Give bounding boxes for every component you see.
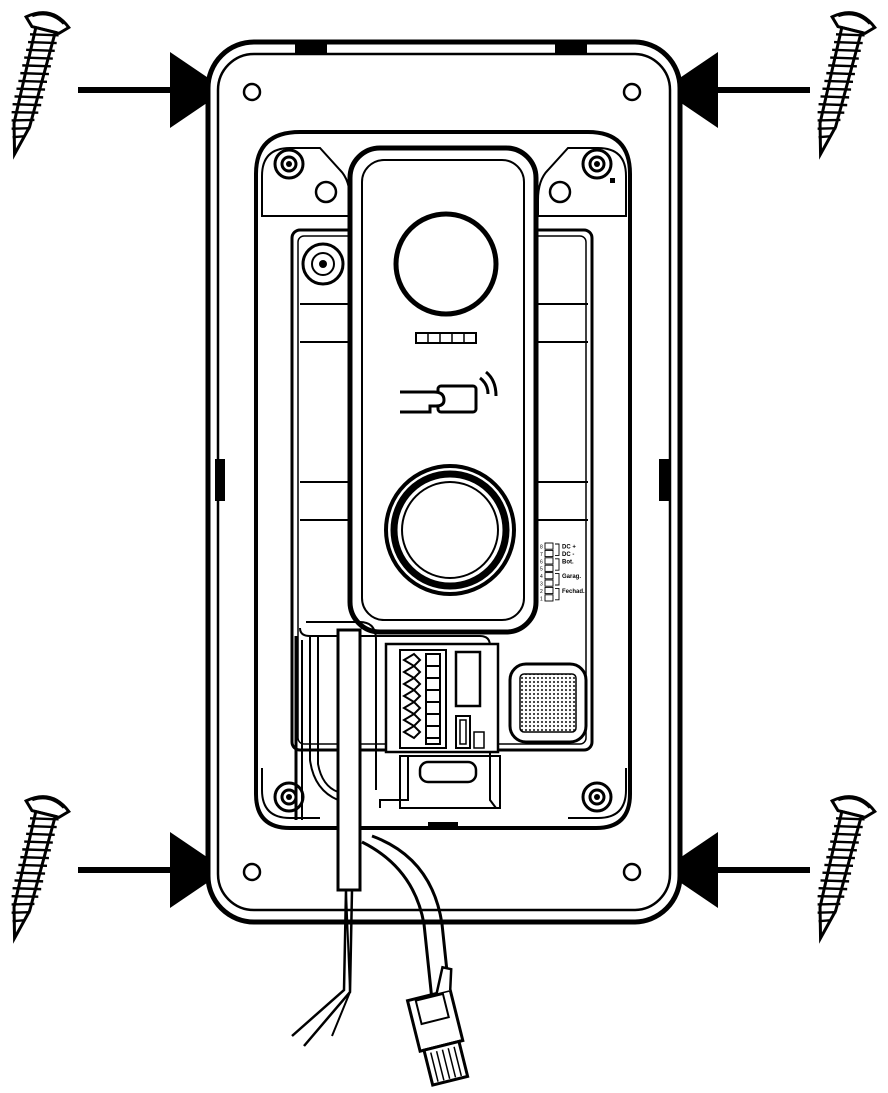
terminal-number: 5	[540, 567, 543, 573]
terminal-block-area	[294, 621, 588, 820]
arrow-bottom-left-icon	[78, 832, 226, 908]
terminal-number: 1	[540, 596, 543, 602]
terminal-bracket	[555, 587, 560, 601]
speaker-grille-icon	[508, 662, 588, 744]
screw-bottom-left-icon	[0, 790, 73, 945]
screw-bottom-right-icon	[797, 790, 879, 945]
terminal-number: 4	[540, 574, 543, 580]
terminal-number: 7	[540, 552, 543, 558]
front-face-module	[347, 145, 539, 635]
terminal-label: DC +	[562, 545, 576, 551]
rj45-connector-icon	[405, 965, 470, 1087]
terminal-number: 3	[540, 582, 543, 588]
power-wires	[291, 889, 354, 1047]
terminal-block-icon	[399, 649, 447, 749]
terminal-box	[544, 594, 554, 602]
terminal-number: 6	[540, 559, 543, 565]
cable-conduit	[301, 628, 362, 892]
arrow-bottom-right-icon	[662, 832, 810, 908]
terminal-bracket	[555, 573, 560, 586]
arrow-top-left-icon	[78, 52, 226, 128]
camera-lens-icon	[393, 211, 499, 317]
mounting-holes	[242, 82, 642, 882]
housing-screw-icons	[273, 148, 615, 813]
terminal-label: DC -	[562, 552, 574, 558]
terminal-label: Fechad.	[562, 589, 585, 595]
terminal-number: 8	[540, 545, 543, 551]
terminal-bracket	[555, 543, 560, 556]
terminal-labels: 8 DC + 7 DC - 6 Bot. 54 Garag. 32 Fechad. 1	[540, 542, 585, 602]
arrow-top-right-icon	[662, 52, 810, 128]
terminal-box	[544, 542, 554, 550]
screw-top-left-icon	[0, 6, 73, 161]
rfid-card-hand-icon	[400, 370, 498, 414]
terminal-number: 2	[540, 589, 543, 595]
tamper-button-icon	[301, 242, 345, 286]
terminal-box	[544, 557, 554, 565]
terminal-box	[544, 564, 554, 572]
terminal-box	[544, 586, 554, 595]
terminal-box	[544, 579, 554, 587]
terminal-bracket	[555, 558, 560, 571]
led-strip-icon	[415, 332, 477, 344]
terminal-box	[544, 549, 554, 558]
terminal-box	[544, 572, 554, 580]
network-cable	[361, 834, 452, 1001]
terminal-label: Garag.	[562, 574, 581, 580]
terminal-label: Bot.	[562, 559, 574, 565]
screw-top-right-icon	[797, 6, 879, 161]
